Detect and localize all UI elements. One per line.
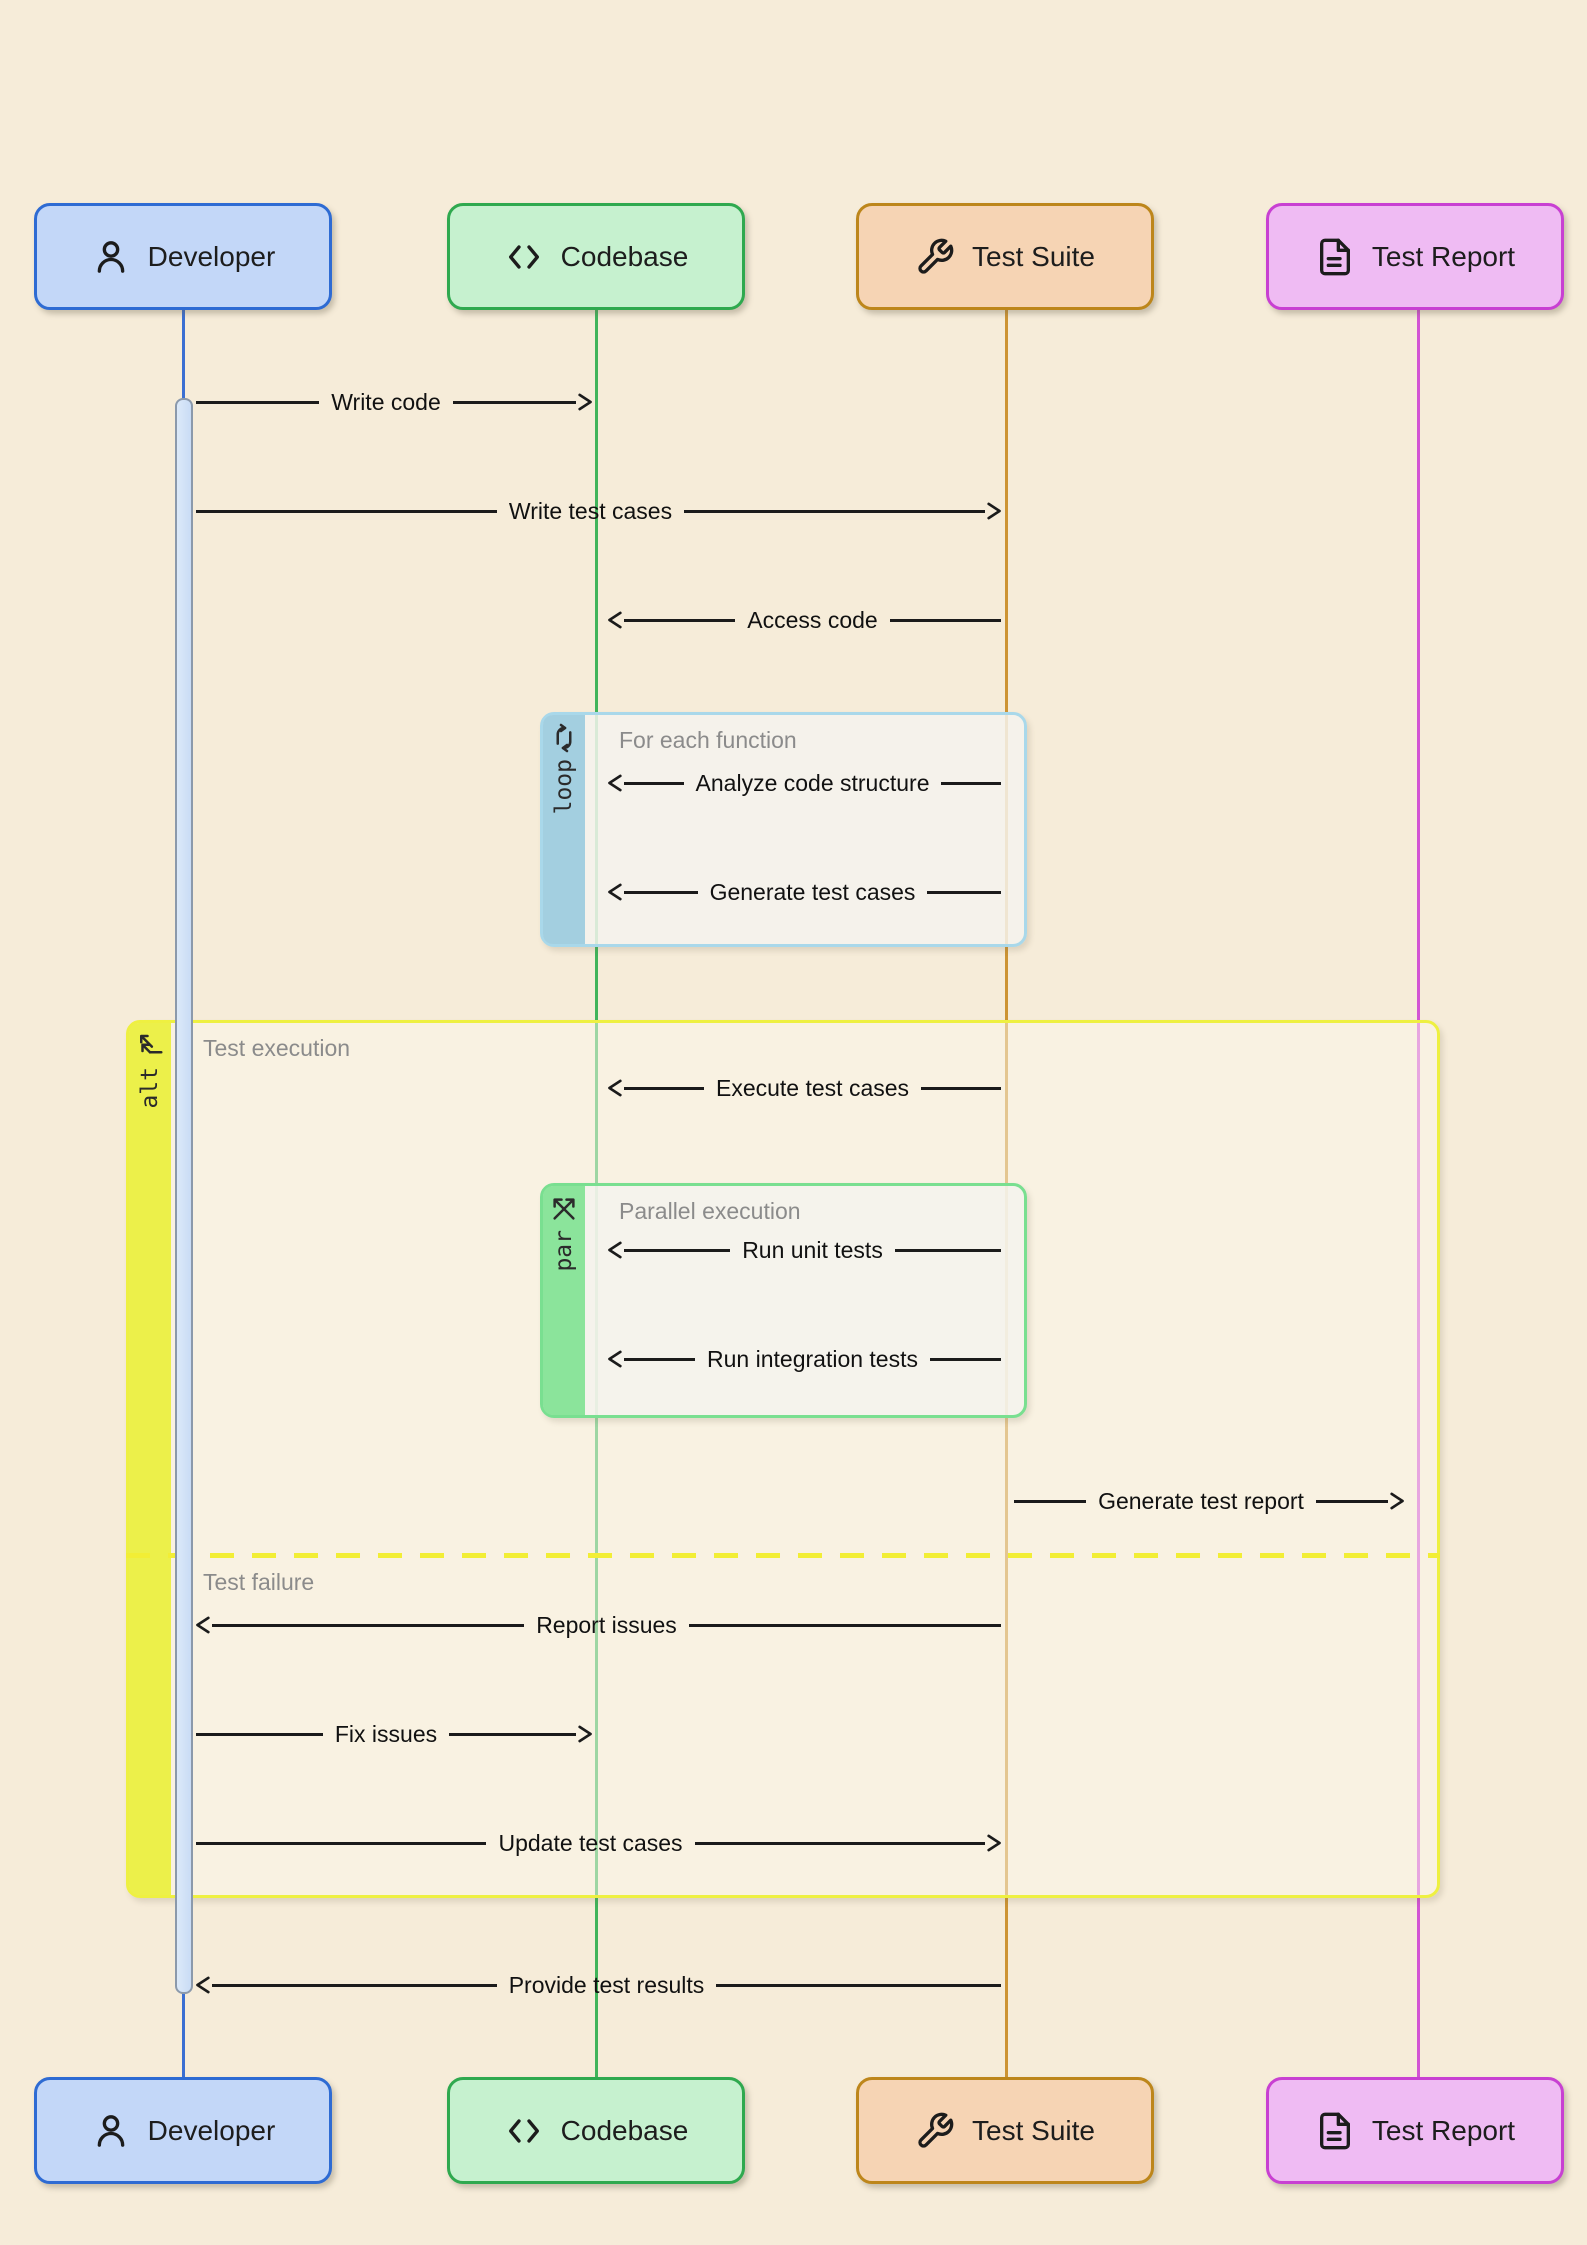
par-title: Parallel execution (619, 1198, 801, 1224)
message-analyze-code-structure: Analyze code structure (608, 765, 1002, 801)
message-access-code: Access code (608, 602, 1001, 638)
alt-frame-sidebar: alt (129, 1023, 171, 1895)
message-label: Generate test report (1098, 1487, 1304, 1514)
par-icon (549, 1194, 579, 1224)
actor-codebase-top: Codebase (447, 203, 745, 310)
message-write-test-cases: Write test cases (196, 493, 1001, 529)
document-icon (1315, 2111, 1355, 2151)
person-icon (91, 2111, 131, 2151)
message-label: Fix issues (334, 1720, 438, 1747)
actor-label: Codebase (560, 240, 689, 272)
message-label: Write code (331, 388, 441, 415)
actor-test-suite-bottom: Test Suite (856, 2077, 1154, 2184)
message-provide-test-results: Provide test results (196, 1967, 1001, 2003)
alt-title: Test execution (203, 1035, 351, 1061)
message-generate-test-report: Generate test report (1014, 1483, 1404, 1519)
alt-divider-line (126, 1553, 1440, 1558)
message-label: Update test cases (498, 1829, 683, 1856)
alt-keyword: alt (137, 1067, 163, 1109)
arrowhead-right-icon (981, 499, 1005, 523)
message-label: Write test cases (508, 497, 673, 524)
person-icon (91, 237, 131, 277)
actor-label: Developer (147, 240, 276, 272)
message-execute-test-cases: Execute test cases (608, 1070, 1002, 1106)
message-fix-issues: Fix issues (196, 1716, 592, 1752)
message-label: Access code (747, 606, 878, 633)
par-keyword: par (551, 1230, 577, 1272)
arrowhead-right-icon (1384, 1489, 1408, 1513)
message-generate-test-cases: Generate test cases (608, 874, 1001, 910)
message-run-integration-tests: Run integration tests (608, 1341, 1002, 1377)
code-icon (504, 237, 544, 277)
actor-label: Developer (147, 2114, 276, 2146)
actor-developer-top: Developer (34, 203, 332, 310)
actor-test-report-bottom: Test Report (1266, 2077, 1564, 2184)
message-label: Analyze code structure (695, 769, 930, 796)
actor-developer-bottom: Developer (34, 2077, 332, 2184)
message-report-issues: Report issues (196, 1607, 1001, 1643)
actor-label: Codebase (560, 2114, 689, 2146)
actor-label: Test Suite (972, 240, 1095, 272)
arrowhead-right-icon (981, 1831, 1005, 1855)
wrench-icon (915, 2111, 955, 2151)
message-update-test-cases: Update test cases (196, 1825, 1001, 1861)
message-label: Report issues (536, 1611, 677, 1638)
loop-frame: loop For each function (540, 712, 1027, 947)
actor-test-suite-top: Test Suite (856, 203, 1154, 310)
document-icon (1315, 237, 1355, 277)
actor-codebase-bottom: Codebase (447, 2077, 745, 2184)
message-write-code: Write code (196, 384, 592, 420)
wrench-icon (915, 237, 955, 277)
arrowhead-right-icon (572, 1722, 596, 1746)
loop-title: For each function (619, 727, 797, 753)
actor-label: Test Report (1371, 2114, 1516, 2146)
par-frame-sidebar: par (543, 1186, 585, 1415)
loop-frame-sidebar: loop (543, 715, 585, 944)
alt-frame: alt Test execution Test failure (126, 1020, 1440, 1898)
alt-icon (135, 1031, 165, 1061)
par-frame: par Parallel execution (540, 1183, 1027, 1418)
message-label: Run integration tests (707, 1345, 918, 1372)
code-icon (504, 2111, 544, 2151)
message-label: Generate test cases (709, 878, 916, 905)
message-label: Provide test results (508, 1971, 705, 1998)
actor-label: Test Suite (972, 2114, 1095, 2146)
alt-divider-title: Test failure (203, 1569, 315, 1595)
message-run-unit-tests: Run unit tests (608, 1232, 1002, 1268)
actor-test-report-top: Test Report (1266, 203, 1564, 310)
loop-icon (549, 723, 579, 753)
actor-label: Test Report (1371, 240, 1516, 272)
message-label: Execute test cases (715, 1074, 910, 1101)
developer-activation-bar (175, 398, 193, 1994)
loop-keyword: loop (551, 759, 577, 815)
arrowhead-right-icon (572, 390, 596, 414)
message-label: Run unit tests (742, 1236, 883, 1263)
